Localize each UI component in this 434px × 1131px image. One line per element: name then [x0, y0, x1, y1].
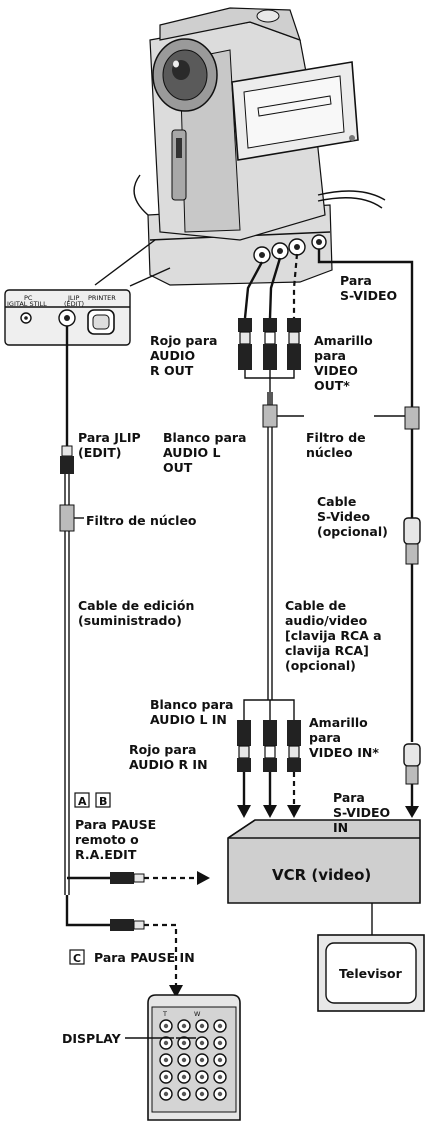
remote-control: T W: [125, 994, 241, 1121]
dock-port-inset: PC IGITAL STILL JLIP (EDIT) PRINTER: [4, 289, 131, 346]
camcorder-illustration: [94, 7, 386, 287]
remote-button-center: [181, 1074, 187, 1080]
rca-plugs-lower: [237, 720, 301, 772]
remote-button-center: [181, 1057, 187, 1063]
box-a: [74, 792, 90, 808]
box-c: [69, 949, 85, 965]
remote-key-t: T: [162, 1010, 167, 1018]
remote-button-center: [217, 1040, 223, 1046]
box-b-label: B: [99, 795, 107, 808]
remote-button-center: [199, 1091, 205, 1097]
cables: [59, 249, 421, 998]
port-label-jlip: JLIP: [67, 294, 79, 302]
label-para-pause-in: Para PAUSE IN: [94, 950, 195, 965]
remote-button-center: [217, 1074, 223, 1080]
remote-button-center: [181, 1091, 187, 1097]
vcr-device: VCR (video): [227, 819, 421, 904]
box-a-label: A: [78, 795, 87, 808]
remote-button-center: [181, 1040, 187, 1046]
remote-button-center: [163, 1074, 169, 1080]
remote-button-center: [199, 1057, 205, 1063]
remote-button-center: [163, 1091, 169, 1097]
remote-key-w: W: [194, 1010, 201, 1018]
vcr-label: VCR (video): [272, 866, 371, 884]
remote-button-center: [199, 1074, 205, 1080]
label-para-jlip: Para JLIP(EDIT): [78, 430, 141, 460]
remote-button-center: [181, 1023, 187, 1029]
port-label-pc: PC: [24, 294, 33, 302]
remote-button-center: [163, 1040, 169, 1046]
label-cable-edicion: Cable de edición(suministrado): [78, 598, 194, 628]
port-label-digital-still: IGITAL STILL: [7, 300, 47, 308]
remote-button-center: [217, 1091, 223, 1097]
remote-button-grid: [159, 1019, 227, 1101]
box-b: [95, 792, 111, 808]
port-label-edit: (EDIT): [64, 300, 84, 308]
remote-button-center: [217, 1023, 223, 1029]
label-filtro-nucleo-left: Filtro de núcleo: [86, 513, 197, 528]
label-display: DISPLAY: [62, 1031, 122, 1046]
tv-label: Televisor: [339, 966, 403, 981]
remote-button-center: [199, 1023, 205, 1029]
port-label-printer: PRINTER: [88, 294, 116, 302]
television: Televisor: [317, 934, 425, 1012]
remote-button-center: [163, 1057, 169, 1063]
remote-button-center: [163, 1023, 169, 1029]
rca-plugs-upper: [238, 318, 301, 370]
box-c-label: C: [73, 952, 81, 965]
remote-button-center: [217, 1057, 223, 1063]
remote-button-center: [199, 1040, 205, 1046]
